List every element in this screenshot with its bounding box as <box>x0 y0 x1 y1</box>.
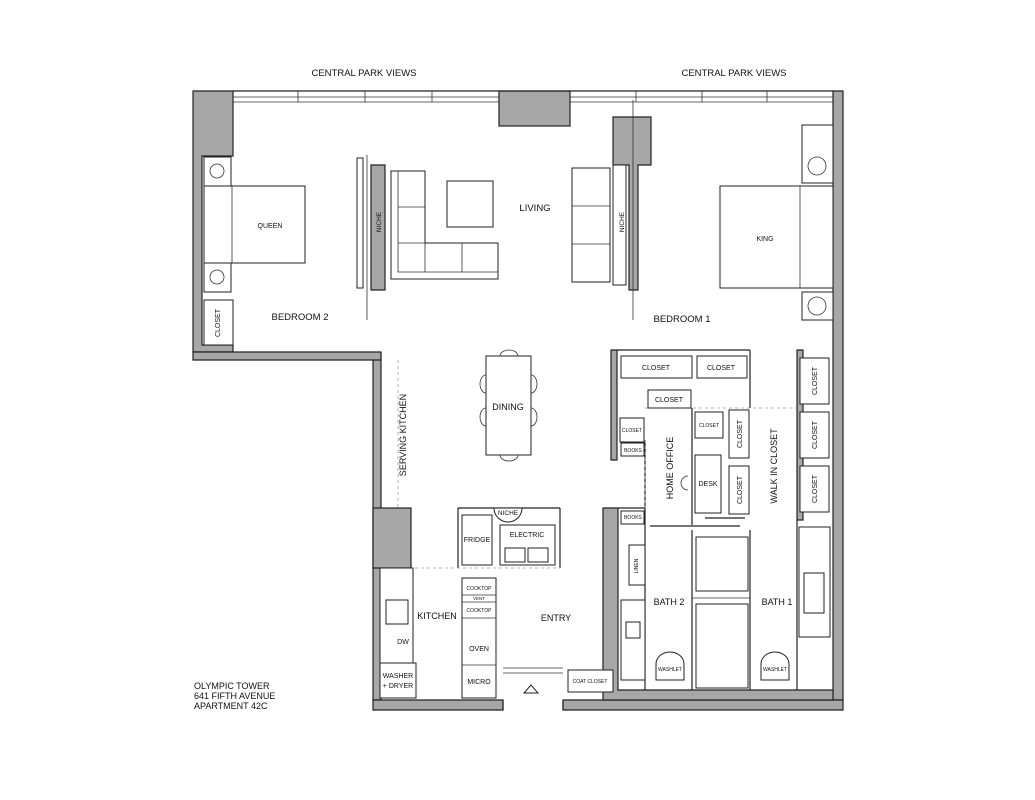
bedroom1-label: BEDROOM 1 <box>653 314 710 325</box>
books-label-2: BOOKS <box>624 515 642 521</box>
books-label-1: BOOKS <box>624 448 642 454</box>
bedroom2-label: BEDROOM 2 <box>271 312 328 323</box>
bath1-label: BATH 1 <box>762 597 793 607</box>
closet-label-3: CLOSET <box>655 397 684 404</box>
electric-label: ELECTRIC <box>510 532 545 539</box>
cooktop-label-1: COOKTOP <box>467 586 493 592</box>
kitchen-fixtures <box>379 507 556 699</box>
view-label-right: CENTRAL PARK VIEWS <box>681 68 786 79</box>
bedroom2-furniture <box>203 155 368 346</box>
closet-label-6: CLOSET <box>737 419 744 448</box>
living-label: LIVING <box>519 203 550 214</box>
vent-label: VENT <box>473 596 485 601</box>
office-closets <box>619 355 830 525</box>
closet-label-2: CLOSET <box>707 365 736 372</box>
micro-label: MICRO <box>467 679 491 686</box>
oven-label: OVEN <box>469 646 489 653</box>
washlet-label-1: WASHLET <box>658 667 682 673</box>
king-bed <box>719 185 834 289</box>
address-line-3: APARTMENT 42C <box>194 701 268 711</box>
niche-left-label: NICHE <box>376 211 383 232</box>
closet-label-4: CLOSET <box>622 428 642 434</box>
dw-label: DW <box>397 639 409 646</box>
view-label-left: CENTRAL PARK VIEWS <box>311 68 416 79</box>
king-bed-label: KING <box>756 236 773 243</box>
kitchen-label: KITCHEN <box>417 611 457 621</box>
cooktop-label-2: COOKTOP <box>467 608 493 614</box>
bath2-label: BATH 2 <box>654 597 685 607</box>
closet-label-1: CLOSET <box>642 365 671 372</box>
entry-fixtures <box>522 669 614 694</box>
queen-bed <box>203 185 306 264</box>
address-line-1: OLYMPIC TOWER <box>194 681 270 691</box>
dining-label: DINING <box>492 402 524 412</box>
closet-label-8: CLOSET <box>812 366 819 395</box>
dining-furniture <box>479 349 538 462</box>
bedroom1-furniture <box>719 124 834 321</box>
washlet-label-2: WASHLET <box>763 667 787 673</box>
walk-in-closet-label: WALK IN CLOSET <box>769 428 779 504</box>
coat-closet-label: COAT CLOSET <box>573 679 608 685</box>
exterior-walls <box>192 90 844 711</box>
linen-label: LINEN <box>634 558 640 573</box>
closet-label-7: CLOSET <box>737 475 744 504</box>
bedroom2-closet-label: CLOSET <box>215 308 222 337</box>
home-office-label: HOME OFFICE <box>665 437 675 500</box>
entry-label: ENTRY <box>541 613 571 623</box>
fridge-label: FRIDGE <box>464 537 491 544</box>
window-wall <box>233 90 833 103</box>
address-line-2: 641 FIFTH AVENUE <box>194 691 275 701</box>
living-furniture <box>390 100 634 320</box>
serving-kitchen-label: SERVING KITCHEN <box>398 394 408 476</box>
closet-label-5: CLOSET <box>699 423 719 429</box>
closet-label-10: CLOSET <box>812 474 819 503</box>
niche-right-label: NICHE <box>619 211 626 232</box>
washer-label-2: + DRYER <box>383 683 413 690</box>
washer-label-1: WASHER <box>383 673 413 680</box>
kitchen-niche-label: NICHE <box>498 510 519 517</box>
desk-label: DESK <box>698 481 717 488</box>
bath-fixtures <box>620 526 831 689</box>
closet-label-9: CLOSET <box>812 420 819 449</box>
queen-bed-label: QUEEN <box>258 223 283 230</box>
